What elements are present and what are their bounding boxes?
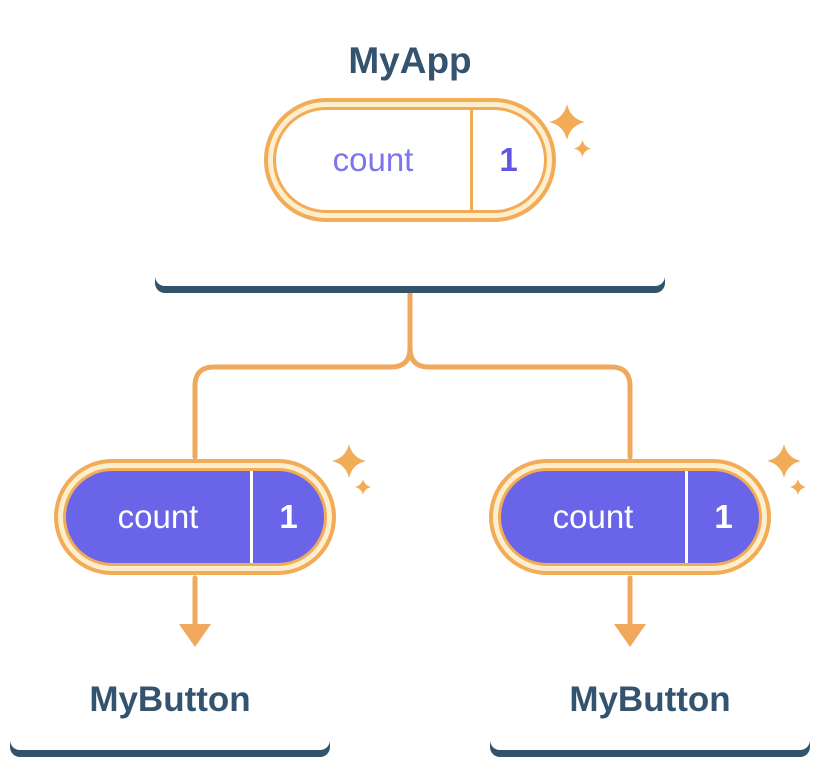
mybutton-card-left: MyButton: [10, 650, 330, 750]
sparkle-icon: [574, 140, 591, 157]
state-value-label: 1: [685, 471, 759, 563]
branch-line-left: [192, 345, 413, 460]
state-pill-right: count 1: [489, 459, 771, 575]
branch-line-right: [407, 345, 633, 460]
arrow-down-icon: [179, 624, 211, 647]
state-pill-root: count 1: [264, 98, 556, 222]
sparkle-icon: [790, 479, 806, 495]
myapp-title: MyApp: [348, 40, 472, 81]
sparkle-icon: [332, 444, 366, 478]
state-name-label: count: [117, 498, 199, 535]
state-value-label: 1: [470, 110, 544, 210]
state-name-label: count: [552, 498, 634, 535]
sparkle-icon: [355, 479, 371, 495]
state-value-label: 1: [250, 471, 324, 563]
sparkle-icon: [767, 444, 801, 478]
sparkle-icon: [549, 104, 585, 140]
myapp-card: MyApp count 1: [155, 10, 665, 286]
state-pill-left: count 1: [54, 459, 336, 575]
mybutton-card-right: MyButton: [490, 650, 810, 750]
mybutton-title: MyButton: [569, 680, 731, 719]
arrow-down-icon: [614, 624, 646, 647]
mybutton-title: MyButton: [89, 680, 251, 719]
state-name-label: count: [332, 141, 414, 178]
